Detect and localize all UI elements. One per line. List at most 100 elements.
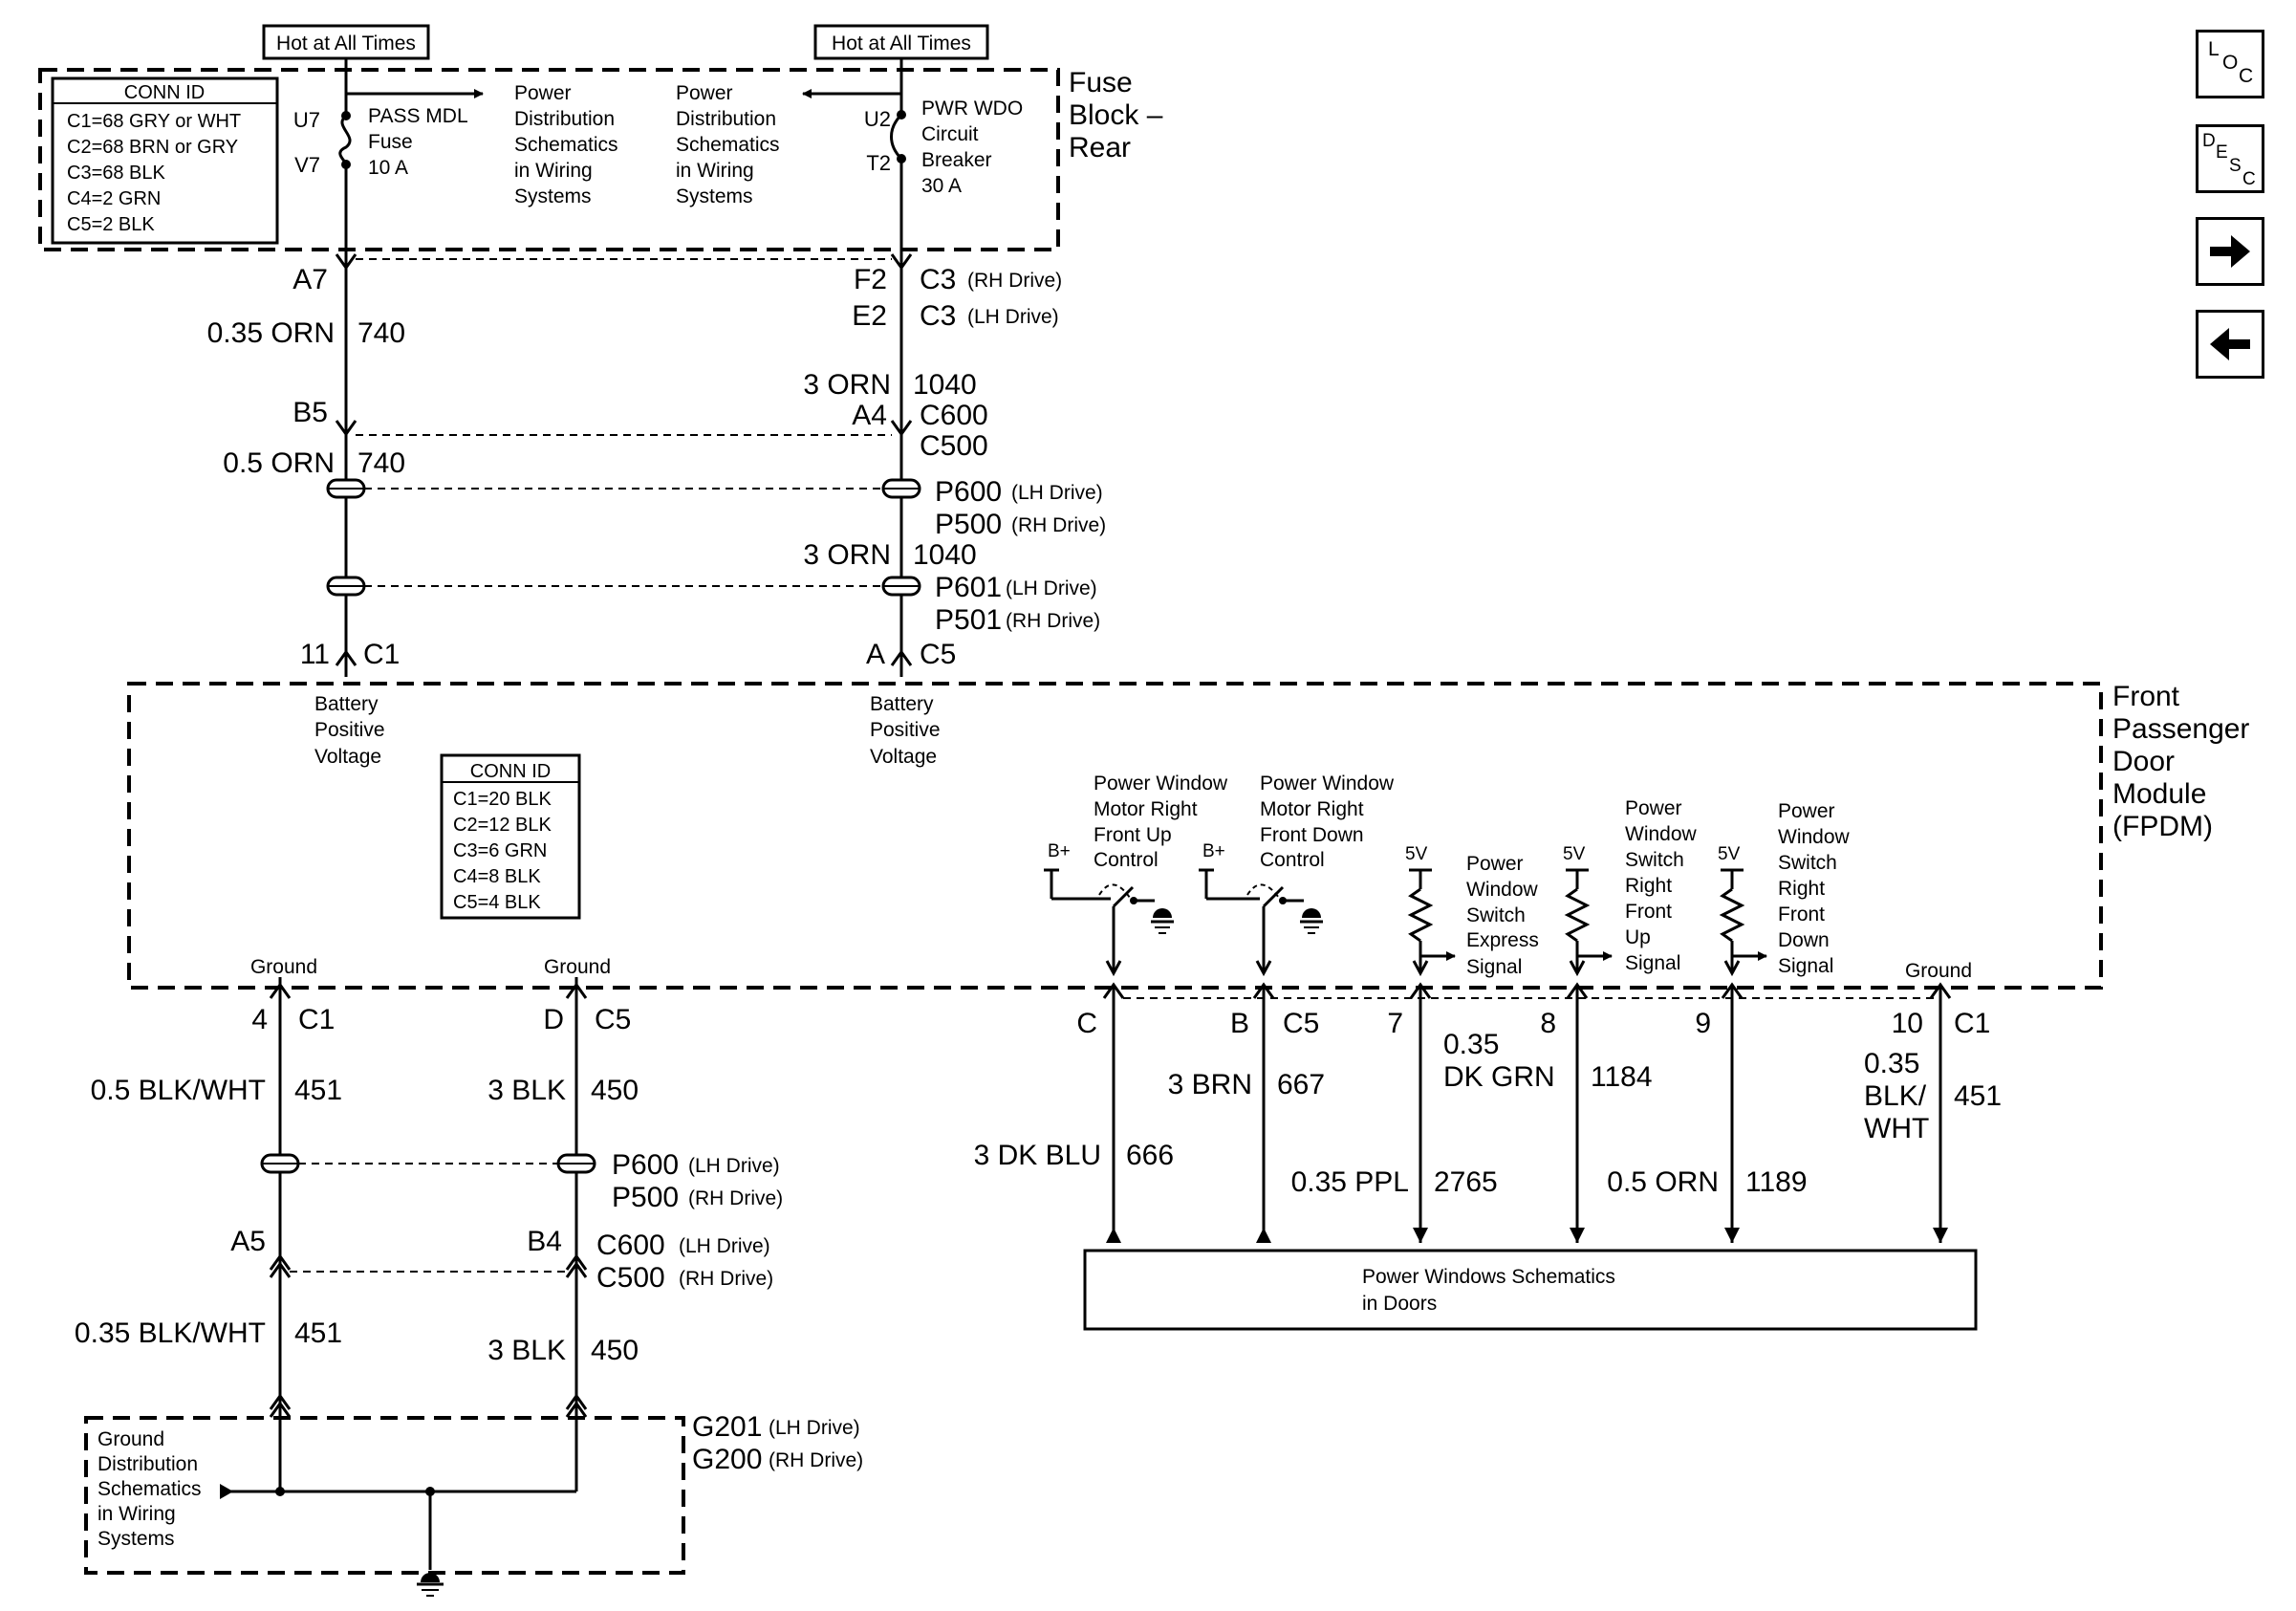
conn-p501: P501 <box>935 604 1002 636</box>
fuse-block-title: Fuse Block – Rear <box>1069 67 1163 163</box>
conn-c600: C600 <box>596 1230 665 1261</box>
down-signal-label: Power <box>1778 800 1835 822</box>
wire-circuit: 2765 <box>1434 1166 1498 1198</box>
conn-id-row: C3=6 GRN <box>453 840 547 861</box>
wire-circuit: 450 <box>591 1335 639 1366</box>
express-signal-label: Power <box>1466 853 1524 875</box>
down-signal-label: Window <box>1778 826 1851 848</box>
conn-id-header: CONN ID <box>124 82 205 103</box>
fpdm-conn-c5: C5 <box>920 639 956 670</box>
wire-circuit: 667 <box>1277 1069 1325 1100</box>
conn-c5: C5 <box>1283 1008 1319 1039</box>
pin-4: 4 <box>251 1004 268 1035</box>
express-signal-label: Window <box>1466 879 1539 901</box>
battery-label-line: Voltage <box>870 746 937 768</box>
bplus-label: B+ <box>1202 841 1225 861</box>
up-signal-label: Power <box>1625 797 1682 819</box>
fpdm-pin-a: A <box>866 639 885 670</box>
rh-drive-note: (RH Drive) <box>688 1187 783 1209</box>
pd-ref-line: Power <box>676 82 733 104</box>
terminal-b5: B5 <box>292 397 328 428</box>
circuit-1040: F2 E2 C3 (RH Drive) C3 (LH Drive) 3 ORN … <box>803 253 1106 677</box>
wire-gauge: 3 BLK <box>487 1335 566 1366</box>
wire-gauge: WHT <box>1864 1113 1929 1144</box>
hot-label-left-text: Hot at All Times <box>276 33 416 54</box>
ground-dist-line: Schematics <box>97 1478 202 1500</box>
pin-d: D <box>543 1004 564 1035</box>
terminal-e2: E2 <box>852 300 887 332</box>
ground-label: Ground <box>1905 960 1972 982</box>
fuse-block-title-line: Fuse <box>1069 67 1133 98</box>
ground-dist-line: Systems <box>97 1528 175 1550</box>
conn-p500: P500 <box>612 1182 679 1213</box>
cb-label-line: Circuit <box>921 123 979 145</box>
pd-ref-line: Distribution <box>514 108 615 130</box>
loc-letter: L <box>2208 38 2220 60</box>
down-signal-label: Front <box>1778 903 1825 925</box>
battery-positive-left: Battery Positive Voltage <box>314 693 385 768</box>
ground-label: Ground <box>544 956 611 978</box>
cb-terminal-t2: T2 <box>866 151 891 175</box>
pin-8: 8 <box>1540 1008 1556 1039</box>
wire-gauge: 3 BLK <box>487 1075 566 1106</box>
rh-drive-note: (RH Drive) <box>679 1268 773 1290</box>
desc-letter: D <box>2202 131 2216 151</box>
conn-p600: P600 <box>612 1149 679 1181</box>
wire-gauge: 0.35 <box>1443 1029 1499 1060</box>
down-signal-pullup: 5V Power Window Switch Right Front Down … <box>1718 800 1851 977</box>
wire-circuit: 451 <box>294 1317 342 1349</box>
conn-c3: C3 <box>920 264 956 295</box>
desc-button[interactable]: D E S C <box>2196 124 2264 193</box>
loc-letter: O <box>2222 52 2238 74</box>
door-circuits: C B C5 7 8 9 10 C1 3 DK BLU 666 3 BRN 66… <box>974 982 2002 1243</box>
fuse-terminal-u7: U7 <box>293 108 320 132</box>
fuse-label-line: PASS MDL <box>368 105 468 127</box>
back-button[interactable] <box>2196 310 2264 379</box>
wire-gauge: 3 ORN <box>803 539 891 571</box>
pwr-wdo-circuit-breaker: U2 T2 PWR WDO Circuit Breaker 30 A <box>802 72 1023 253</box>
conn-id-row: C3=68 BLK <box>67 163 166 184</box>
wire-circuit: 1040 <box>913 369 977 401</box>
express-signal-label: Switch <box>1466 904 1526 926</box>
up-signal-label: Right <box>1625 875 1672 897</box>
wire-circuit: 1040 <box>913 539 977 571</box>
pin-b: B <box>1230 1008 1249 1039</box>
pd-ref-line: in Wiring <box>514 160 593 182</box>
up-signal-label: Signal <box>1625 952 1680 974</box>
conn-c500: C500 <box>920 430 988 462</box>
up-control-label: Control <box>1094 849 1159 871</box>
loc-button[interactable]: L O C <box>2196 30 2264 98</box>
fpdm-title-line: (FPDM) <box>2112 811 2213 842</box>
rh-drive-note: (RH Drive) <box>1006 610 1100 632</box>
power-windows-box: Power Windows Schematics in Doors <box>1083 1249 1978 1331</box>
desc-letter: S <box>2229 156 2242 176</box>
conn-id-row: C1=68 GRY or WHT <box>67 111 241 132</box>
fpdm-boundary <box>127 682 2103 990</box>
forward-button[interactable] <box>2196 217 2264 286</box>
conn-c3: C3 <box>920 300 956 332</box>
wire-circuit: 1184 <box>1591 1061 1653 1093</box>
fuse-label-line: 10 A <box>368 157 408 179</box>
conn-id-row: C5=2 BLK <box>67 214 155 235</box>
up-signal-label: Up <box>1625 926 1651 948</box>
wire-circuit: 740 <box>357 447 405 479</box>
arrow-left-icon <box>2210 328 2250 360</box>
down-signal-label: Right <box>1778 878 1825 900</box>
bplus-label: B+ <box>1048 841 1071 861</box>
terminal-b4: B4 <box>527 1226 562 1257</box>
ground-distribution-boundary <box>84 1416 685 1575</box>
down-signal-label: Down <box>1778 929 1830 951</box>
fuse-block-title-line: Rear <box>1069 132 1131 163</box>
cb-label-line: Breaker <box>921 149 992 171</box>
cb-terminal-u2: U2 <box>864 107 891 131</box>
arrow-right-icon <box>2210 235 2250 268</box>
lh-drive-note: (LH Drive) <box>769 1417 860 1439</box>
wire-circuit: 451 <box>1954 1080 2002 1112</box>
up-signal-pullup: 5V Power Window Switch Right Front Up Si… <box>1563 797 1698 977</box>
fpdm-title-line: Passenger <box>2112 713 2249 745</box>
up-control-switch: Power Window Motor Right Front Up Contro… <box>1044 773 1228 977</box>
ground-dist-line: Ground <box>97 1428 164 1450</box>
fuse-terminal-v7: V7 <box>294 153 320 177</box>
wire-gauge: 0.35 ORN <box>207 317 335 349</box>
wire-gauge: 0.35 <box>1864 1048 1919 1079</box>
